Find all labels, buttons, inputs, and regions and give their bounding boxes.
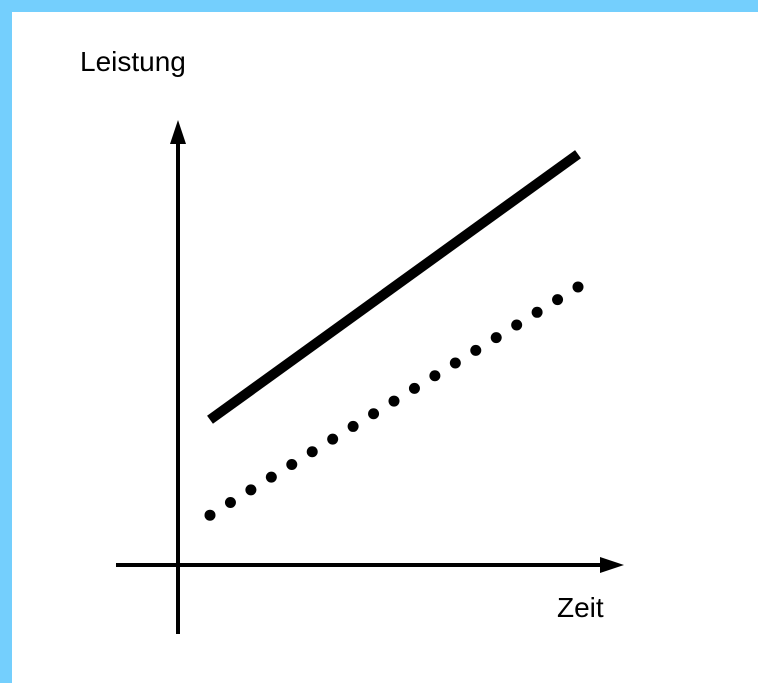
axes [116, 120, 624, 634]
series-1-dot [265, 471, 277, 483]
series-1-dot [388, 395, 400, 407]
series-1-dotted-line [204, 281, 584, 521]
series-layer [204, 150, 584, 521]
series-1-dot [245, 484, 257, 496]
series-1-dot [286, 458, 298, 470]
x-axis-label: Zeit [557, 592, 604, 623]
series-1-dot [490, 332, 502, 344]
series-1-dot [327, 433, 339, 445]
series-1-dot [429, 370, 441, 382]
series-1-dot [347, 420, 359, 432]
series-1-dot [368, 408, 380, 420]
series-0-solid-line [207, 150, 581, 424]
series-1-dot [470, 344, 482, 356]
series-1-dot [408, 382, 420, 394]
y-axis-arrow [170, 120, 186, 144]
series-1-dot [224, 497, 236, 509]
series-1-dot [552, 294, 564, 306]
series-1-dot [449, 357, 461, 369]
series-1-dot [511, 319, 523, 331]
series-1-dot [204, 509, 216, 521]
y-axis-label: Leistung [80, 46, 186, 77]
x-axis-arrow [600, 557, 624, 573]
series-1-dot [531, 306, 543, 318]
series-1-dot [306, 446, 318, 458]
series-1-dot [572, 281, 584, 293]
